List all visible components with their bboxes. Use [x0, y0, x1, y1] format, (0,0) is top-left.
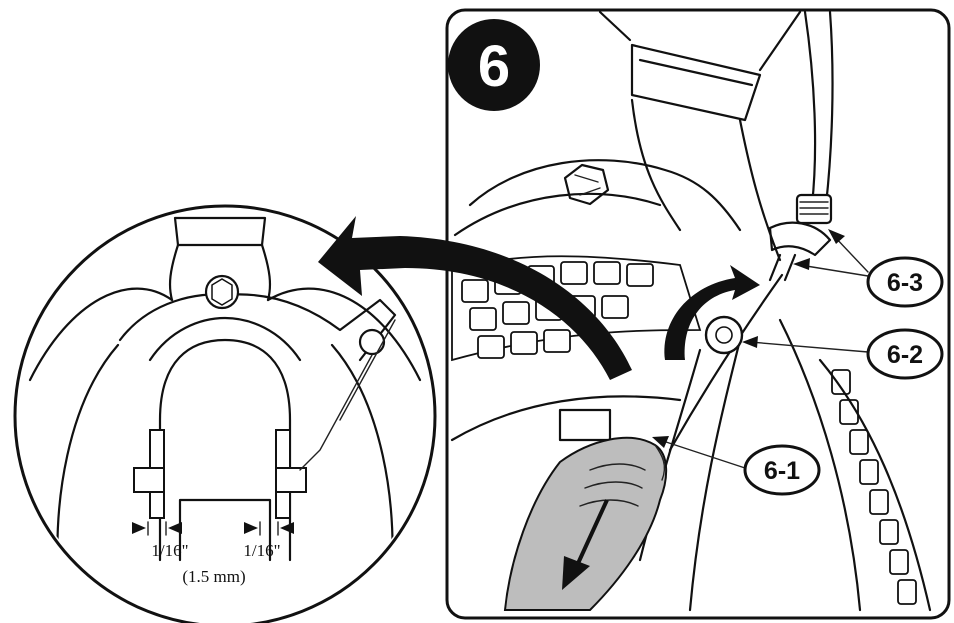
callout-6-1-label: 6-1	[764, 457, 800, 485]
gap-measurement-right	[244, 521, 294, 536]
gap-metric-label: (1.5 mm)	[182, 567, 245, 586]
callout-6-2-label: 6-2	[887, 341, 923, 369]
callout-6-3-label: 6-3	[887, 269, 923, 297]
side-tread	[831, 369, 917, 605]
right-brake-pad	[275, 429, 307, 519]
gap-right-label: 1/16"	[243, 541, 280, 560]
callout-leaders	[652, 229, 869, 469]
left-brake-pad	[133, 429, 165, 519]
anchor-bolt-icon	[704, 315, 744, 355]
barrel-adjuster-icon	[768, 193, 833, 282]
rotation-arrow-icon	[664, 265, 760, 360]
callout-6-2: 6-2	[866, 328, 944, 380]
crown-bolt-icon	[563, 163, 610, 206]
step-number: 6	[478, 34, 510, 99]
zoom-arrow-icon	[318, 216, 632, 380]
gap-left-label: 1/16"	[151, 541, 188, 560]
hand-icon	[503, 436, 668, 611]
gap-measurement-left	[132, 521, 182, 536]
center-bolt-icon	[204, 274, 240, 310]
callout-6-1: 6-1	[743, 444, 821, 496]
step-number-badge: 6	[448, 19, 540, 111]
pull-arrow-icon	[562, 499, 609, 590]
detail-view: 1/16" 1/16" (1.5 mm)	[13, 204, 437, 623]
callout-6-3: 6-3	[866, 256, 944, 308]
